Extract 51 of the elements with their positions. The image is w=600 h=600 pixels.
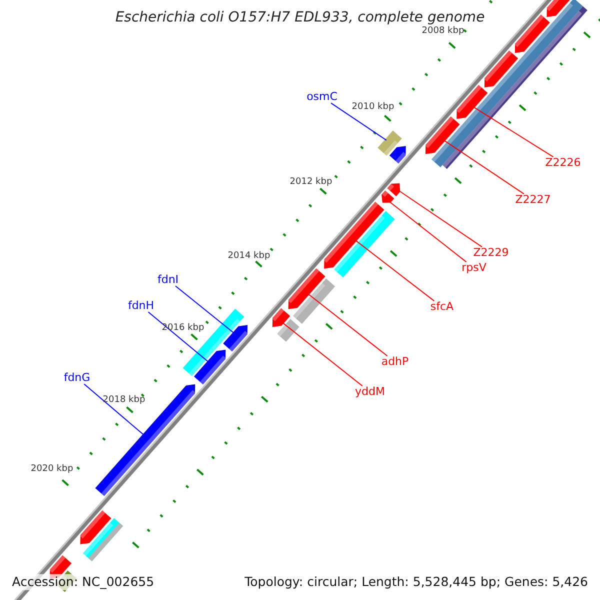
gene-label: osmC (306, 90, 338, 104)
gene-block (378, 130, 402, 156)
leader-line (354, 240, 435, 302)
leader-line (307, 293, 388, 356)
gene-block (382, 190, 394, 203)
gene-block (223, 325, 248, 352)
genome-summary: Topology: circular; Length: 5,528,445 bp; Genes: 5,426 (242, 574, 590, 590)
gene-block (288, 268, 326, 310)
gene-block (95, 384, 196, 496)
gene-block (292, 278, 336, 324)
gene-label: sfcA (430, 300, 454, 314)
leader-line (330, 102, 387, 141)
gene-block (424, 116, 460, 154)
gene-block (194, 350, 226, 384)
leader-line (84, 384, 145, 436)
leader-line (443, 140, 524, 194)
gene-block (82, 518, 124, 562)
leader-line (472, 106, 554, 158)
tick-label: 2008 kbp (422, 27, 464, 37)
title: Escherichia coli O157:H7 EDL933, complete genome (115, 10, 485, 26)
gene-block (80, 510, 112, 544)
gene-label: adhP (381, 356, 409, 368)
tick-label: 2012 kbp (290, 178, 332, 188)
leader-line (175, 286, 235, 334)
gene-block (546, 0, 572, 17)
gene-label: Z2227 (515, 194, 551, 206)
gene-block (456, 84, 488, 119)
leader-line (388, 201, 467, 262)
gene-block (334, 211, 395, 278)
gene-label: fdnG (64, 372, 90, 384)
gene-label: yddM (355, 386, 385, 398)
leader-line (148, 312, 210, 363)
tick-label: 2020 kbp (30, 465, 74, 475)
gene-block (324, 202, 384, 269)
gene-label: fdnH (128, 300, 154, 312)
gene-label: Z2229 (473, 246, 509, 260)
gene-label: fdnI (157, 274, 179, 286)
gene-label: rpsV (462, 262, 486, 274)
gene-block (387, 183, 400, 196)
gene-block (277, 318, 300, 342)
leader-line (282, 322, 363, 386)
gene-block (389, 146, 406, 164)
leader-line (398, 190, 483, 248)
tick-label: 2010 kbp (352, 103, 394, 113)
gene-block (514, 14, 550, 53)
gene-label: Z2226 (545, 156, 581, 170)
gene-block (182, 308, 244, 376)
gene-block (484, 50, 518, 88)
tick-label: 2014 kbp (228, 252, 270, 262)
gene-block (272, 308, 290, 328)
tick-label: 2018 kbp (102, 396, 146, 406)
